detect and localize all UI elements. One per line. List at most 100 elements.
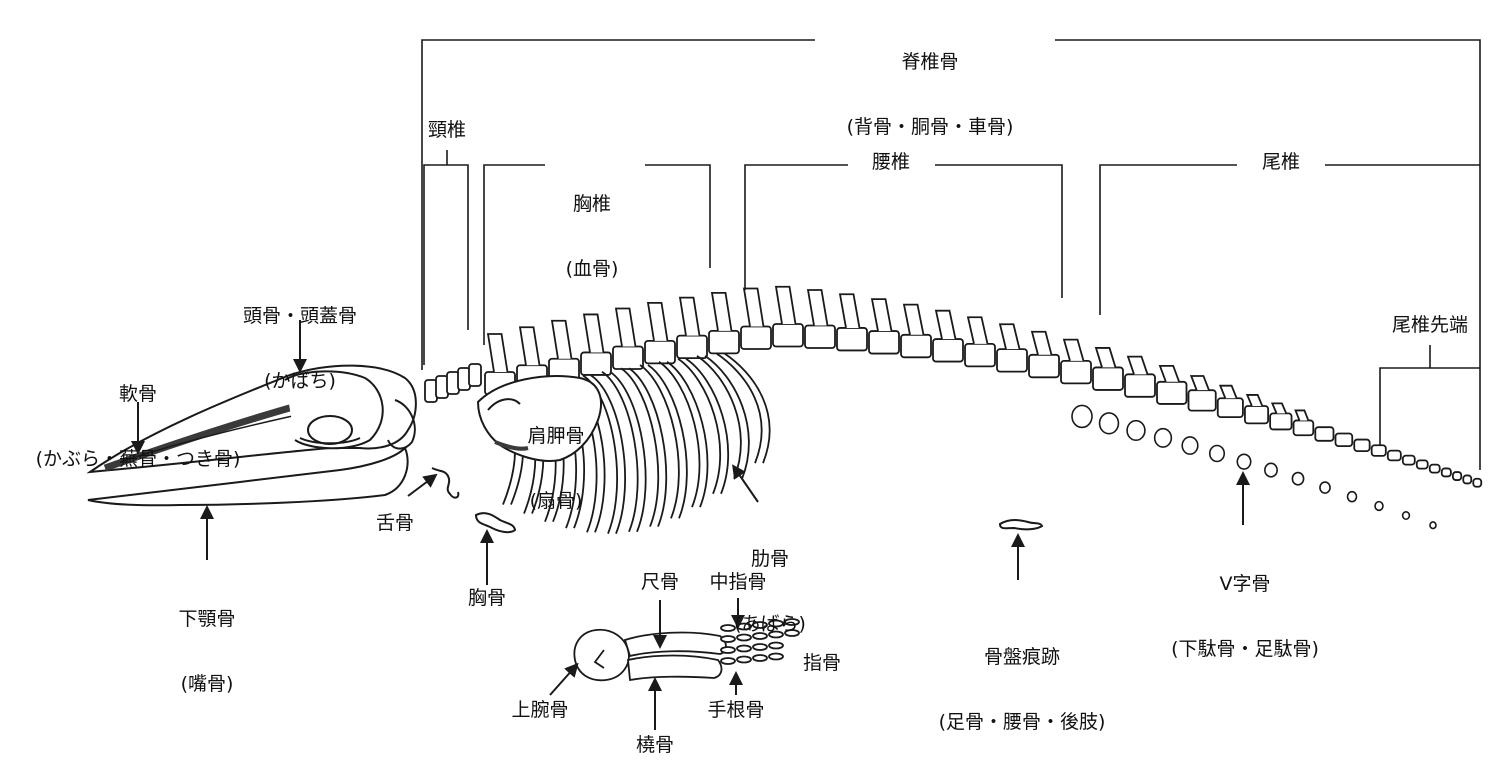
vertebra (1218, 398, 1243, 417)
chevron-bone (1182, 437, 1198, 454)
label-scapula: 肩胛骨 (扇骨) (527, 382, 584, 535)
neural-spine (1272, 403, 1286, 413)
chevron-bone (1237, 454, 1250, 469)
label-middle-finger: 中指骨 (709, 572, 766, 594)
label-vertebrae-main: 脊椎骨 (847, 52, 1014, 74)
neural-spine (1247, 395, 1262, 406)
rib (716, 353, 762, 463)
vertebra (613, 346, 643, 369)
label-chevron-main: V字骨 (1171, 574, 1319, 596)
vertebra (677, 336, 707, 359)
vertebra (805, 326, 835, 349)
neural-spine (744, 289, 764, 327)
vertebra (1093, 367, 1123, 390)
vertebra (1473, 479, 1481, 487)
vertebra (1354, 440, 1369, 452)
vertebra (469, 364, 481, 386)
vertebra (1315, 427, 1333, 441)
neural-spine (1160, 366, 1179, 382)
finger-bone (721, 636, 735, 642)
chevron-bone (1375, 502, 1383, 511)
vertebra (1061, 361, 1091, 384)
finger-bone (721, 658, 735, 664)
chevron-bone (1292, 473, 1303, 485)
label-mandible-main: 下顎骨 (178, 609, 235, 631)
chevron-bone (1430, 522, 1436, 529)
pelvic-vestige-shape (1000, 520, 1042, 529)
vertebra (1157, 382, 1187, 404)
vertebra (1294, 420, 1314, 435)
chevron-bone (1100, 413, 1119, 434)
neural-spine (808, 290, 828, 326)
vertebra (709, 331, 739, 354)
vertebra (1453, 472, 1461, 480)
vertebra (1417, 460, 1428, 468)
vertebra (1463, 475, 1471, 483)
chevron-bone (1155, 429, 1172, 447)
neural-spine (1296, 410, 1309, 420)
label-skull-sub: (かばち) (243, 371, 357, 393)
rib (697, 356, 741, 479)
neural-spine (840, 294, 860, 328)
chevron-bone (1127, 421, 1145, 441)
vertebra (869, 331, 899, 354)
label-pelvis: 骨盤痕跡 (足骨・腰骨・後肢) (939, 603, 1106, 756)
label-skull-main: 頭骨・頭蓋骨 (243, 306, 357, 328)
label-cartilage-main: 軟骨 (36, 384, 241, 406)
label-carpal: 手根骨 (707, 700, 764, 722)
label-ulna: 尺骨 (641, 572, 679, 594)
vertebra (997, 349, 1027, 372)
label-ribs-sub: (あばら) (734, 614, 806, 636)
vertebra (1125, 374, 1155, 397)
neural-spine (1032, 332, 1052, 355)
vertebra (1388, 451, 1401, 461)
label-pelvis-main: 骨盤痕跡 (939, 647, 1106, 669)
label-scapula-sub: (扇骨) (527, 491, 584, 513)
label-cartilage: 軟骨 (かぶら・蕪骨・つき骨) (36, 340, 241, 493)
rib-inner (724, 353, 770, 463)
neural-spine (1220, 386, 1236, 399)
hyoid-shape (432, 468, 458, 498)
vertebra (645, 341, 675, 364)
rib-inner (705, 356, 749, 479)
label-cervical: 頸椎 (428, 120, 466, 142)
chevron-bone (1348, 492, 1357, 502)
vertebra (1189, 390, 1216, 410)
label-caudal-tip: 尾椎先端 (1392, 315, 1468, 337)
label-thoracic-sub: (血骨) (566, 259, 619, 281)
vertebra (837, 328, 867, 351)
vertebra (1270, 413, 1291, 429)
neural-spine (776, 287, 796, 324)
label-ribs-main: 肋骨 (734, 549, 806, 571)
neural-spine (1096, 348, 1116, 368)
label-mandible-sub: (嘴骨) (178, 674, 235, 696)
neural-spine (872, 299, 892, 331)
vertebra (1442, 468, 1451, 476)
label-chevron-sub: (下駄骨・足駄骨) (1171, 639, 1319, 661)
label-thoracic: 胸椎 (血骨) (566, 150, 619, 303)
neural-spine (1191, 376, 1209, 390)
finger-bone (721, 625, 735, 631)
neural-spine (584, 314, 604, 352)
chevron-bone (1072, 405, 1092, 427)
label-sternum: 胸骨 (468, 588, 506, 610)
vertebra (1430, 465, 1440, 473)
label-hyoid: 舌骨 (376, 513, 414, 535)
label-vertebrae: 脊椎骨 (背骨・胴骨・車骨) (847, 8, 1014, 161)
label-vertebrae-sub: (背骨・胴骨・車骨) (847, 117, 1014, 139)
vertebra (1372, 445, 1386, 456)
neural-spine (1064, 340, 1084, 361)
vertebra (1335, 434, 1352, 447)
neural-spine (968, 317, 988, 344)
neural-spine (1000, 324, 1020, 349)
neural-spine (936, 311, 956, 339)
neural-spine (712, 293, 732, 331)
vertebra (1403, 456, 1415, 465)
vertebra (741, 327, 771, 350)
label-radius: 橈骨 (636, 735, 674, 757)
label-caudal: 尾椎 (1262, 152, 1300, 174)
sternum-shape (476, 513, 515, 532)
neural-spine (680, 298, 700, 336)
label-chevron: V字骨 (下駄骨・足駄骨) (1171, 530, 1319, 683)
vertebra (965, 344, 995, 367)
